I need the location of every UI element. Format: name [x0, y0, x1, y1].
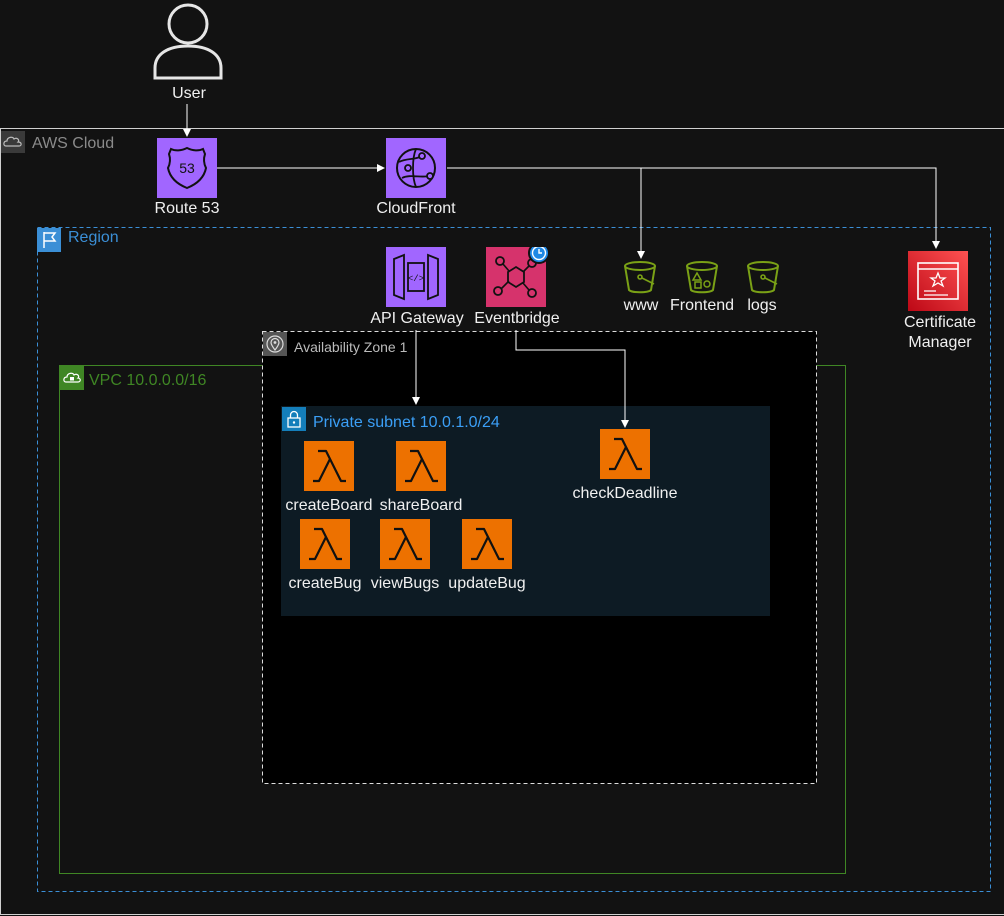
flag-icon [37, 228, 61, 252]
padlock-icon [282, 407, 306, 431]
aws-cloud-border [0, 128, 1004, 915]
lambda-viewbugs-label: viewBugs [370, 575, 440, 592]
bucket-logs-icon [745, 260, 781, 294]
availability-zone-label: Availability Zone 1 [294, 339, 408, 355]
api-gateway-label: API Gateway [365, 310, 469, 328]
certificate-manager-icon [908, 251, 968, 311]
lambda-shareboard-label: shareBoard [379, 497, 463, 514]
svg-text:53: 53 [179, 160, 195, 176]
api-gateway-icon: </> [386, 247, 446, 307]
edge-eventbridge-checkdeadline [515, 330, 629, 428]
lambda-createbug-label: createBug [288, 575, 362, 592]
vpc-cloud-icon [60, 366, 84, 390]
aws-cloud-label: AWS Cloud [32, 135, 115, 152]
lambda-updatebug-label: updateBug [448, 575, 526, 592]
bucket-logs-label: logs [747, 297, 777, 314]
svg-text:</>: </> [408, 274, 424, 284]
eventbridge-icon [486, 247, 558, 307]
lambda-createboard-icon [304, 441, 354, 491]
lambda-checkdeadline-label: checkDeadline [572, 485, 678, 502]
edge-cloudfront-www [447, 167, 645, 259]
lambda-createboard-label: createBoard [285, 497, 373, 514]
bucket-frontend-icon [684, 260, 720, 294]
bucket-www-label: www [623, 297, 659, 314]
user-icon [152, 2, 224, 80]
route53-icon: 53 [157, 138, 217, 198]
cloud-icon [1, 131, 25, 153]
vpc-label: VPC 10.0.0.0/16 [89, 372, 207, 389]
route53-label: Route 53 [154, 200, 220, 217]
lambda-createbug-icon [300, 519, 350, 569]
subnet-area [281, 406, 770, 616]
region-border [37, 227, 991, 892]
region-label: Region [68, 229, 119, 246]
cloudfront-icon [386, 138, 446, 198]
user-label: User [166, 85, 212, 103]
eventbridge-label: Eventbridge [468, 310, 566, 328]
cloudfront-label: CloudFront [376, 200, 456, 217]
lambda-shareboard-icon [396, 441, 446, 491]
location-pin-icon [263, 332, 287, 356]
private-subnet-label: Private subnet 10.0.1.0/24 [313, 414, 500, 431]
lambda-checkdeadline-icon [600, 429, 650, 479]
bucket-www-icon [622, 260, 658, 294]
certificate-manager-label: Certificate Manager [897, 313, 983, 353]
lambda-viewbugs-icon [380, 519, 430, 569]
bucket-frontend-label: Frontend [669, 297, 735, 314]
edge-cloudfront-acm [641, 167, 940, 249]
lambda-updatebug-icon [462, 519, 512, 569]
